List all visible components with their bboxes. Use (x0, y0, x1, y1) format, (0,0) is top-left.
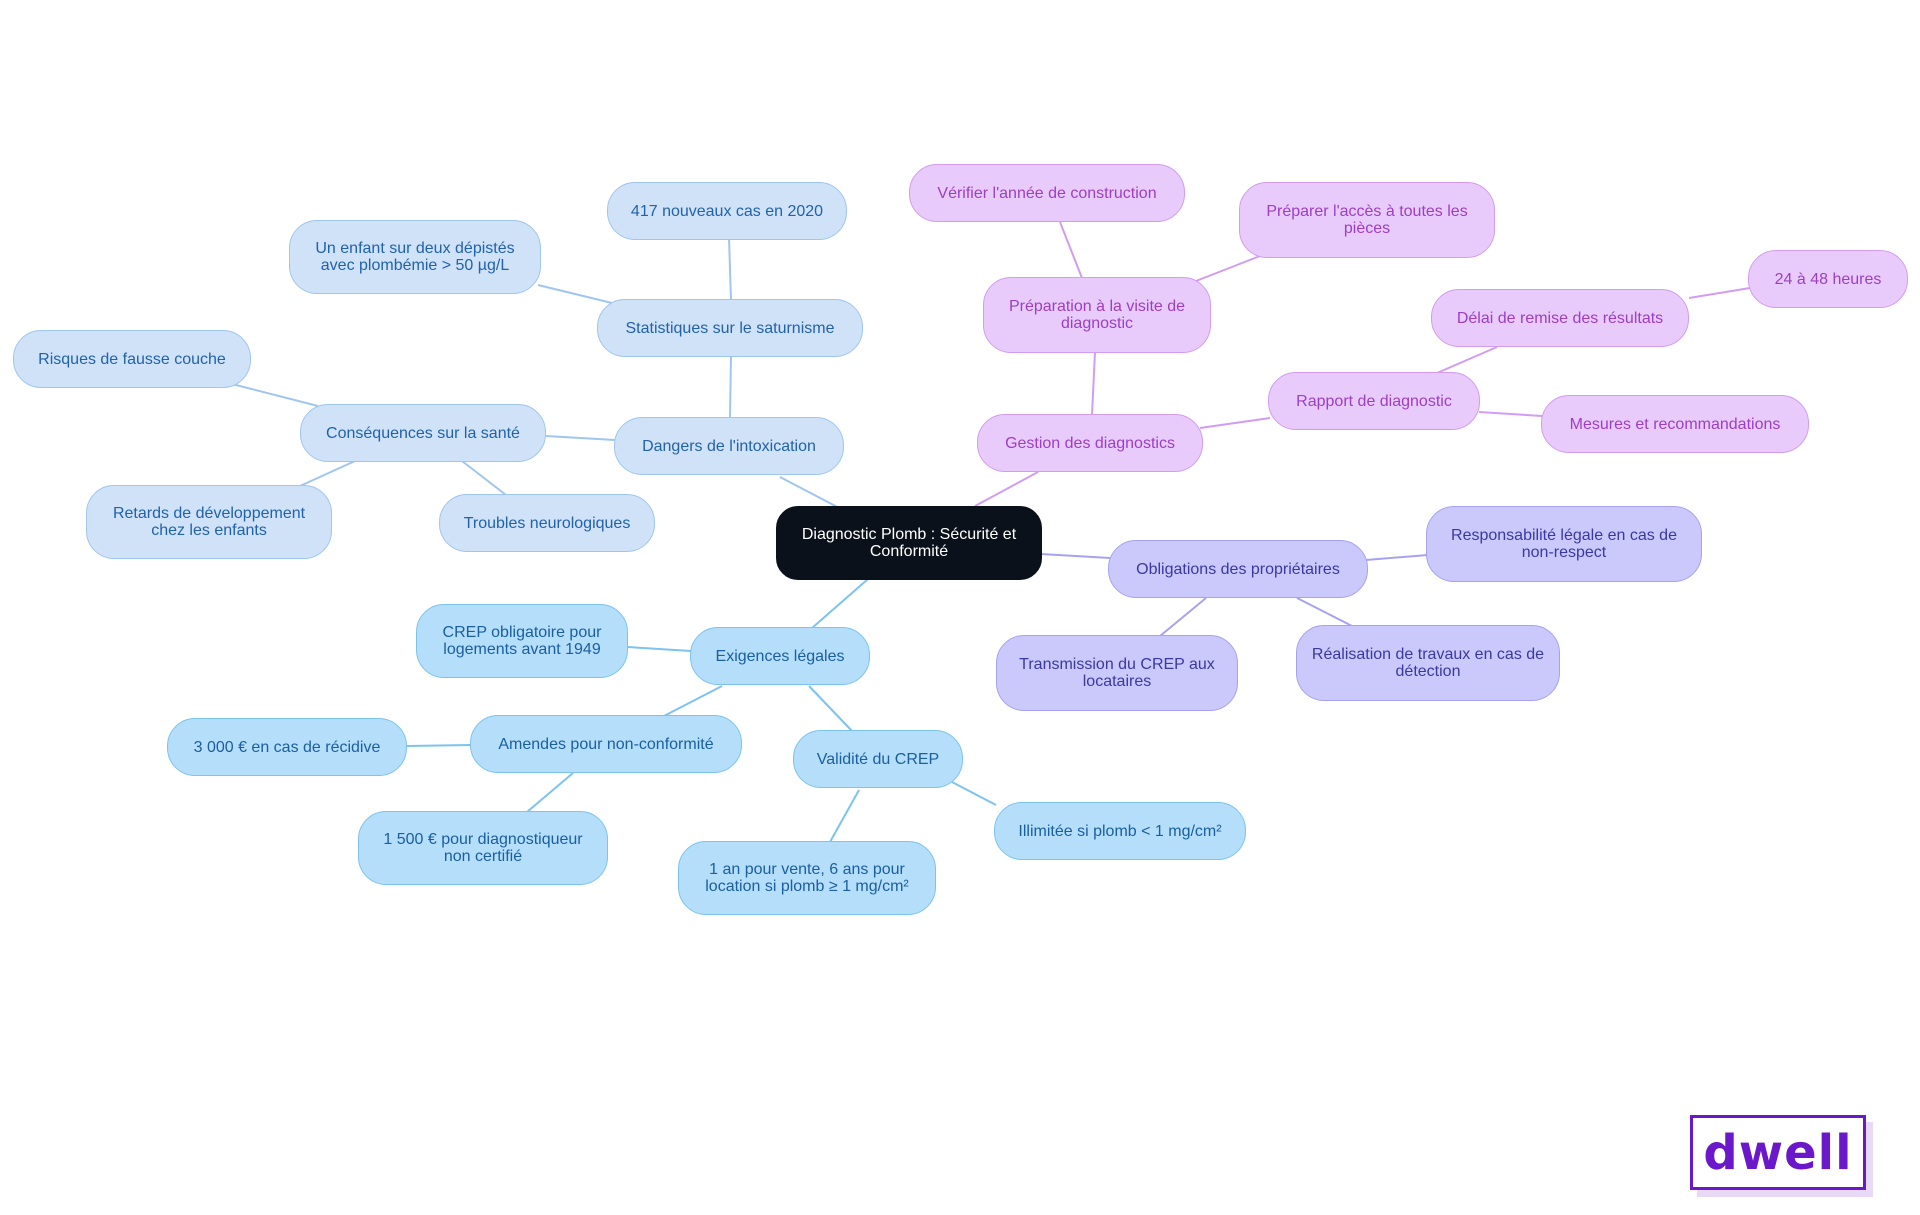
node-prepare-access: Préparer l'accès à toutes les pièces (1239, 182, 1495, 258)
node-new-cases: 417 nouveaux cas en 2020 (607, 182, 847, 240)
connector (974, 471, 1039, 507)
connector (729, 355, 732, 419)
node-fines: Amendes pour non-conformité (470, 715, 742, 773)
connector (406, 744, 472, 747)
connector (728, 237, 732, 301)
connector (526, 772, 574, 813)
connector (1478, 411, 1543, 417)
node-crep-mandatory: CREP obligatoire pour logements avant 19… (416, 604, 628, 678)
node-diagnostics-management: Gestion des diagnostics (977, 414, 1203, 472)
connector (779, 476, 844, 511)
node-fine-uncertified: 1 500 € pour diagnostiqueur non certifié (358, 811, 608, 885)
node-neuro-disorders: Troubles neurologiques (439, 494, 655, 552)
connector (1296, 597, 1355, 628)
connector (461, 460, 507, 496)
node-measures: Mesures et recommandations (1541, 395, 1809, 453)
connector (1091, 351, 1096, 416)
node-validity-unlimited: Illimitée si plomb < 1 mg/cm² (994, 802, 1246, 860)
connector (1688, 287, 1751, 299)
connector (299, 460, 356, 487)
connector (1159, 597, 1207, 637)
node-legal-liability: Responsabilité légale en cas de non-resp… (1426, 506, 1702, 582)
connector (1040, 553, 1111, 559)
connector (951, 781, 997, 806)
node-validity-sale-rent: 1 an pour vente, 6 ans pour location si … (678, 841, 936, 915)
connector (1059, 221, 1083, 279)
connector (1199, 417, 1271, 429)
node-dangers: Dangers de l'intoxication (614, 417, 844, 475)
node-delay-hours: 24 à 48 heures (1748, 250, 1908, 308)
connector (808, 685, 853, 732)
node-miscarriage: Risques de fausse couche (13, 330, 251, 388)
connector (231, 383, 319, 407)
node-owner-obligations: Obligations des propriétaires (1108, 540, 1368, 598)
connector (1195, 255, 1261, 282)
node-legal-requirements: Exigences légales (690, 627, 870, 685)
connector (1436, 346, 1498, 374)
root-node: Diagnostic Plomb : Sécurité et Conformit… (776, 506, 1042, 580)
connector (545, 435, 616, 441)
connector (829, 789, 860, 843)
node-check-year: Vérifier l'année de construction (909, 164, 1185, 222)
node-works-on-detection: Réalisation de travaux en cas de détecti… (1296, 625, 1560, 701)
node-visit-preparation: Préparation à la visite de diagnostic (983, 277, 1211, 353)
node-result-delay: Délai de remise des résultats (1431, 289, 1689, 347)
node-development-delays: Retards de développement chez les enfant… (86, 485, 332, 559)
node-crep-validity: Validité du CREP (793, 730, 963, 788)
node-statistics: Statistiques sur le saturnisme (597, 299, 863, 357)
connector (1365, 554, 1429, 561)
connector (811, 578, 869, 629)
connector (663, 685, 723, 717)
node-health-consequences: Conséquences sur la santé (300, 404, 546, 462)
brand-logo: dwell (1690, 1115, 1866, 1190)
node-child-screening: Un enfant sur deux dépistés avec plombém… (289, 220, 541, 294)
connector (627, 646, 692, 652)
node-fine-repeat: 3 000 € en cas de récidive (167, 718, 407, 776)
node-diagnostic-report: Rapport de diagnostic (1268, 372, 1480, 430)
node-crep-to-tenants: Transmission du CREP aux locataires (996, 635, 1238, 711)
connector (537, 284, 613, 304)
